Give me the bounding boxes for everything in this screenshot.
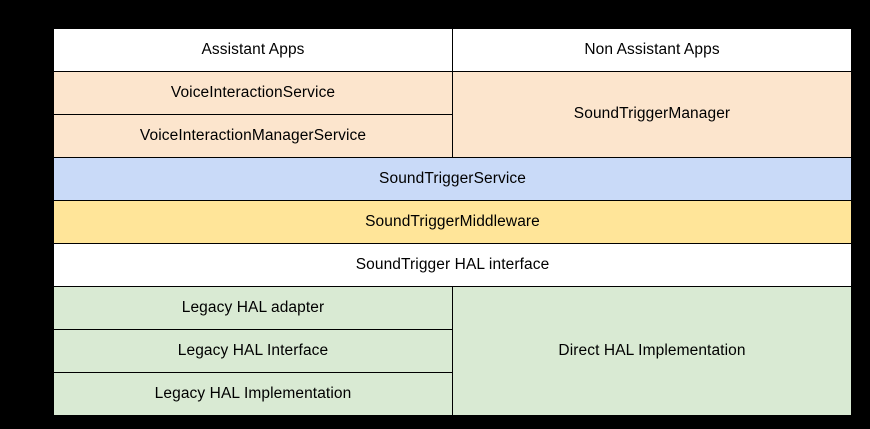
- table-row: VoiceInteractionService SoundTriggerMana…: [53, 71, 852, 158]
- cell-non-assistant-apps: Non Assistant Apps: [452, 28, 852, 72]
- cell-legacy-hal-implementation: Legacy HAL Implementation: [53, 372, 453, 416]
- cell-sound-trigger-manager: SoundTriggerManager: [452, 71, 852, 158]
- table-row: Assistant Apps Non Assistant Apps: [53, 28, 852, 72]
- table-row: Legacy HAL Interface: [53, 329, 852, 373]
- cell-voice-interaction-service: VoiceInteractionService: [53, 71, 453, 115]
- table-row: SoundTriggerMiddleware: [53, 200, 852, 244]
- architecture-layer-table: Assistant Apps Non Assistant Apps VoiceI…: [53, 28, 852, 416]
- cell-voice-interaction-manager-service: VoiceInteractionManagerService: [53, 114, 453, 158]
- cell-sound-trigger-service: SoundTriggerService: [53, 157, 852, 201]
- cell-sound-trigger-middleware: SoundTriggerMiddleware: [53, 200, 852, 244]
- table-row: VoiceInteractionManagerService: [53, 114, 852, 158]
- cell-legacy-hal-interface: Legacy HAL Interface: [53, 329, 453, 373]
- table-row: SoundTriggerService: [53, 157, 852, 201]
- cell-sound-trigger-hal-interface: SoundTrigger HAL interface: [53, 243, 852, 287]
- table-row: SoundTrigger HAL interface: [53, 243, 852, 287]
- cell-legacy-hal-adapter: Legacy HAL adapter: [53, 286, 453, 330]
- cell-direct-hal-implementation: Direct HAL Implementation: [452, 286, 852, 416]
- cell-assistant-apps: Assistant Apps: [53, 28, 453, 72]
- table-row: Legacy HAL adapter Direct HAL Implementa…: [53, 286, 852, 416]
- table-row: Legacy HAL Implementation: [53, 372, 852, 416]
